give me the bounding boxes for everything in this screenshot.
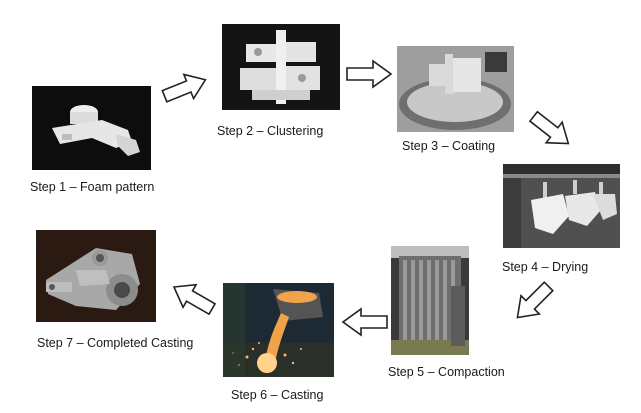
step-5-label: Step 5 – Compaction	[388, 365, 505, 379]
step-5-photo	[391, 246, 469, 355]
arrow-step1-to-step2	[160, 70, 210, 106]
step-3-photo	[397, 46, 514, 132]
step-6-label: Step 6 – Casting	[231, 388, 324, 402]
step-2-label: Step 2 – Clustering	[217, 124, 324, 138]
step-4-photo	[503, 164, 620, 248]
arrow-step4-to-step5	[508, 280, 558, 324]
step-1-photo	[32, 86, 151, 170]
step-7-photo	[36, 230, 156, 322]
step-6-photo	[223, 283, 334, 377]
step-2-photo	[222, 24, 340, 110]
step-4-label: Step 4 – Drying	[502, 260, 589, 274]
step-1-label: Step 1 – Foam pattern	[30, 180, 155, 194]
arrow-step2-to-step3	[344, 59, 394, 89]
step-3-label: Step 3 – Coating	[402, 139, 496, 153]
arrow-step3-to-step4	[526, 108, 576, 152]
arrow-step5-to-step6	[340, 307, 390, 337]
step-7-label: Step 7 – Completed Casting	[37, 336, 194, 350]
arrow-step6-to-step7	[168, 278, 218, 318]
text-cursor-mark	[36, 236, 37, 254]
